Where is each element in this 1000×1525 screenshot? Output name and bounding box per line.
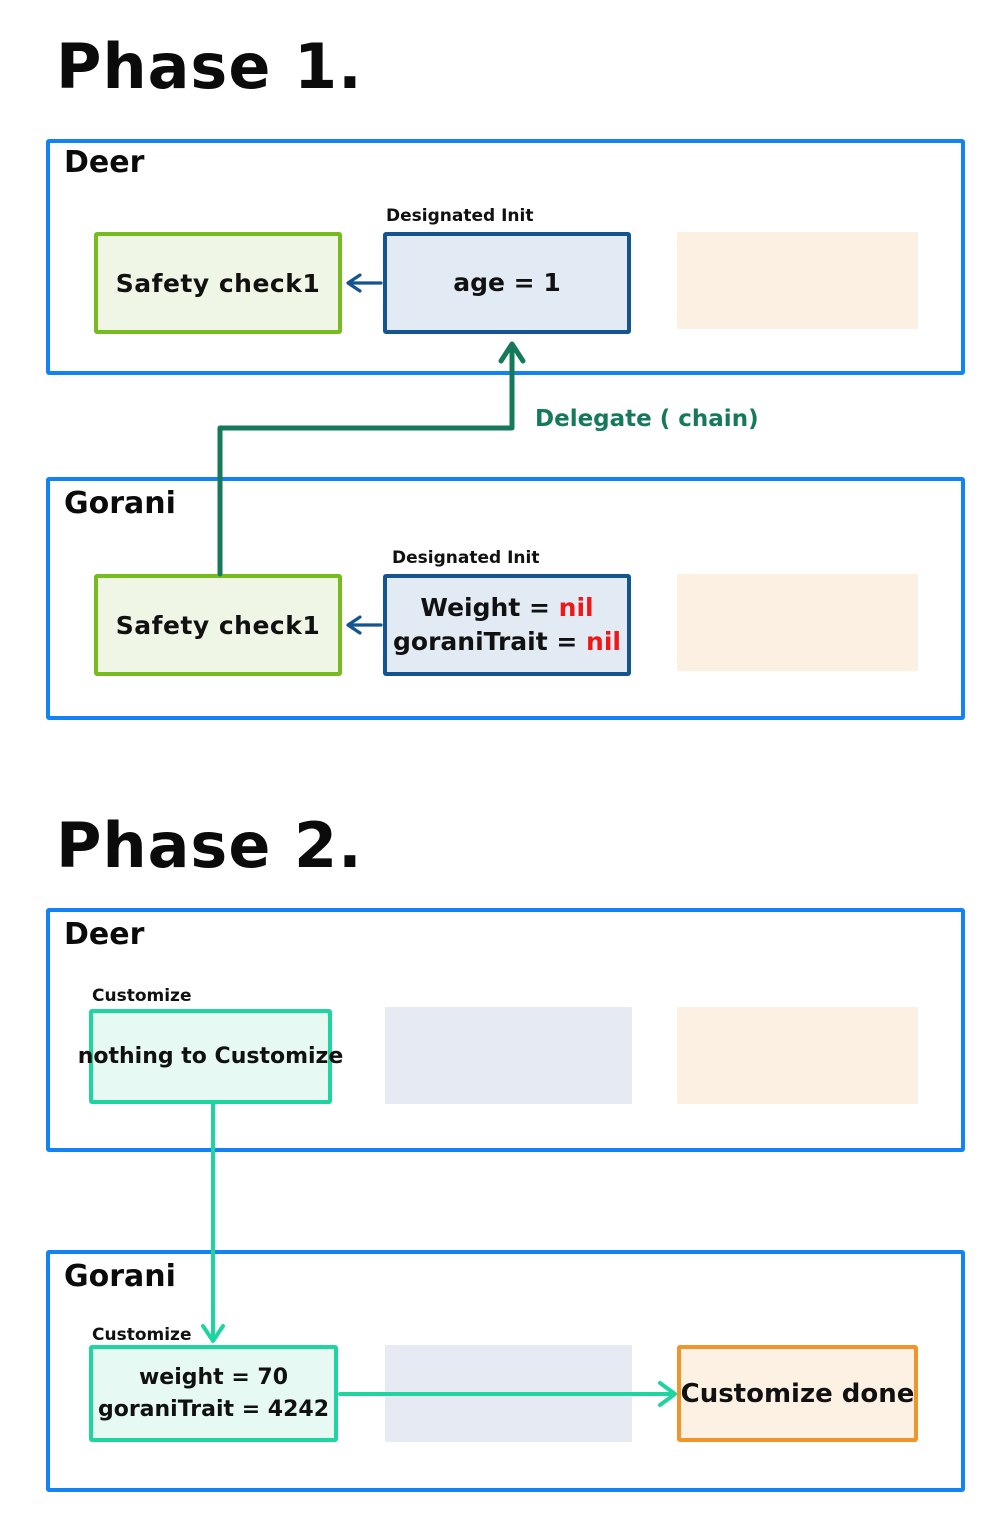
- phase2-deer-container: [46, 908, 965, 1152]
- phase2-gorani-customize-line-2: goraniTrait = 4242: [97, 1396, 330, 1422]
- phase-1-title: Phase 1.: [56, 30, 363, 103]
- phase2-gorani-customize-line-1: weight = 70: [138, 1364, 289, 1390]
- phase-2-title: Phase 2.: [56, 809, 363, 882]
- phase2-gorani-class-name: Gorani: [64, 1259, 176, 1294]
- phase1-gorani-safety-check-label: Safety check1: [115, 610, 321, 640]
- phase1-gorani-designated-init-box: Weight = nil goraniTrait = nil: [383, 574, 631, 676]
- phase1-deer-init-caption: Designated Init: [386, 206, 534, 226]
- phase1-gorani-init-line-1: Weight = nil: [420, 591, 593, 625]
- phase2-customize-done-label: Customize done: [680, 1378, 915, 1409]
- phase1-deer-safety-check-box: Safety check1: [94, 232, 342, 334]
- phase1-gorani-init-line-1-label: Weight =: [420, 593, 559, 622]
- phase1-gorani-init-line-2: goraniTrait = nil: [393, 625, 621, 659]
- phase1-deer-placeholder-peach: [677, 232, 918, 329]
- phase2-deer-customize-line-1: nothing to Customize: [77, 1043, 344, 1069]
- phase1-gorani-init-line-2-value: nil: [586, 627, 621, 656]
- phase1-gorani-init-line-2-label: goraniTrait =: [393, 627, 587, 656]
- phase2-deer-placeholder-peach: [677, 1007, 918, 1104]
- phase2-deer-customize-box: nothing to Customize: [78, 1009, 343, 1104]
- phase2-gorani-container: [46, 1250, 965, 1492]
- phase2-customize-done-box: Customize done: [677, 1345, 918, 1442]
- delegate-chain-edge-label: Delegate ( chain): [535, 406, 759, 432]
- phase2-gorani-placeholder-blue: [385, 1345, 632, 1442]
- phase1-gorani-class-name: Gorani: [64, 486, 176, 521]
- phase1-gorani-init-caption: Designated Init: [392, 548, 540, 568]
- phase1-deer-safety-check-label: Safety check1: [115, 268, 321, 298]
- phase2-deer-placeholder-blue: [385, 1007, 632, 1104]
- phase1-deer-designated-init-box: age = 1: [383, 232, 631, 334]
- phase2-deer-class-name: Deer: [64, 917, 145, 952]
- phase1-gorani-safety-check-box: Safety check1: [94, 574, 342, 676]
- phase1-deer-class-name: Deer: [64, 145, 145, 180]
- phase1-gorani-placeholder-peach: [677, 574, 918, 671]
- phase1-gorani-init-line-1-value: nil: [558, 593, 594, 622]
- phase1-deer-init-line-1: age = 1: [453, 268, 561, 297]
- phase2-gorani-customize-box: weight = 70 goraniTrait = 4242: [89, 1345, 338, 1442]
- phase2-gorani-customize-caption: Customize: [92, 1325, 192, 1345]
- phase2-deer-customize-caption: Customize: [92, 986, 192, 1006]
